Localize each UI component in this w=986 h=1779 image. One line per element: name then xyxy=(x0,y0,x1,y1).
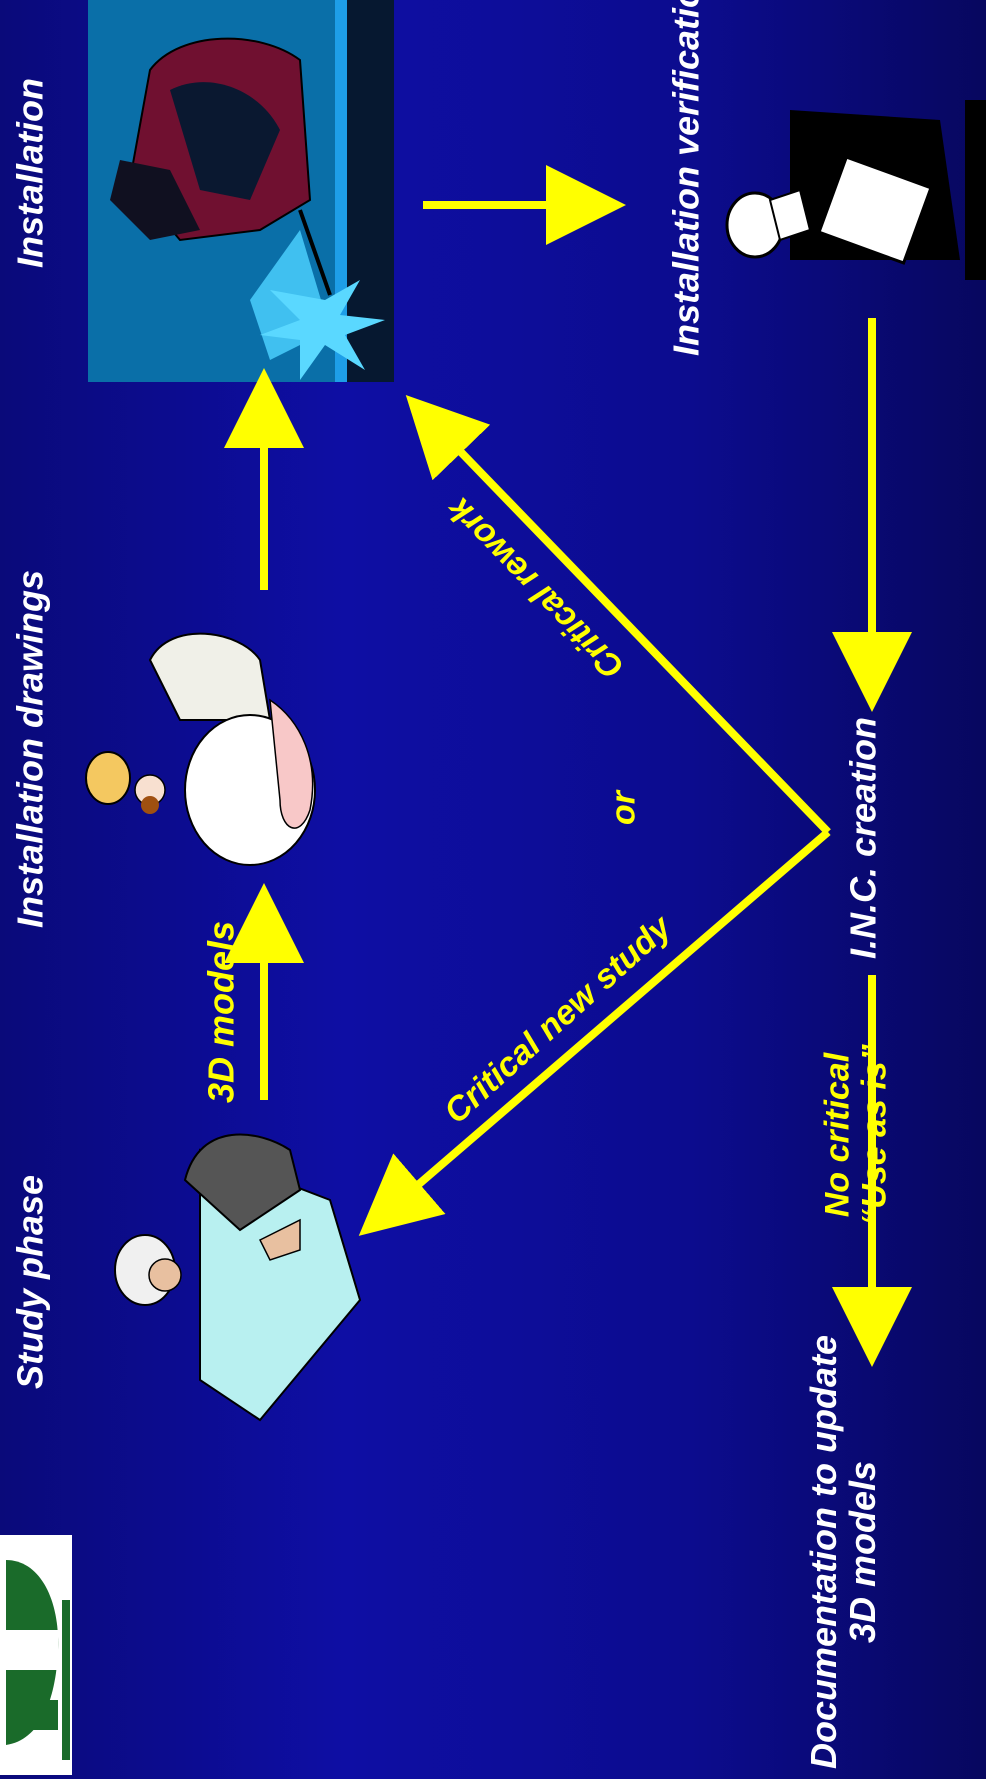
label-3d-models: 3D models xyxy=(200,920,242,1104)
engineer-with-plans-icon xyxy=(114,1133,362,1422)
welder-icon xyxy=(88,0,394,382)
inspector-with-clipboard-icon xyxy=(725,100,986,280)
label-or: or xyxy=(604,791,643,825)
draftsman-with-drawings-icon xyxy=(85,632,316,866)
label-installation-verification: Installation verification xyxy=(665,0,707,357)
label-installation-drawings: Installation drawings xyxy=(9,569,51,929)
arrow-critical-rework xyxy=(405,394,831,835)
label-installation: Installation xyxy=(9,77,51,269)
label-study-phase: Study phase xyxy=(9,1174,51,1390)
company-logo xyxy=(0,1535,72,1775)
label-inc-creation: I.N.C. creation xyxy=(842,716,884,960)
arrow-critical-new-study xyxy=(358,828,831,1236)
label-no-critical: No critical “Use as is” xyxy=(818,1044,893,1226)
label-documentation-update: Documentation to update 3D models xyxy=(803,1335,883,1769)
